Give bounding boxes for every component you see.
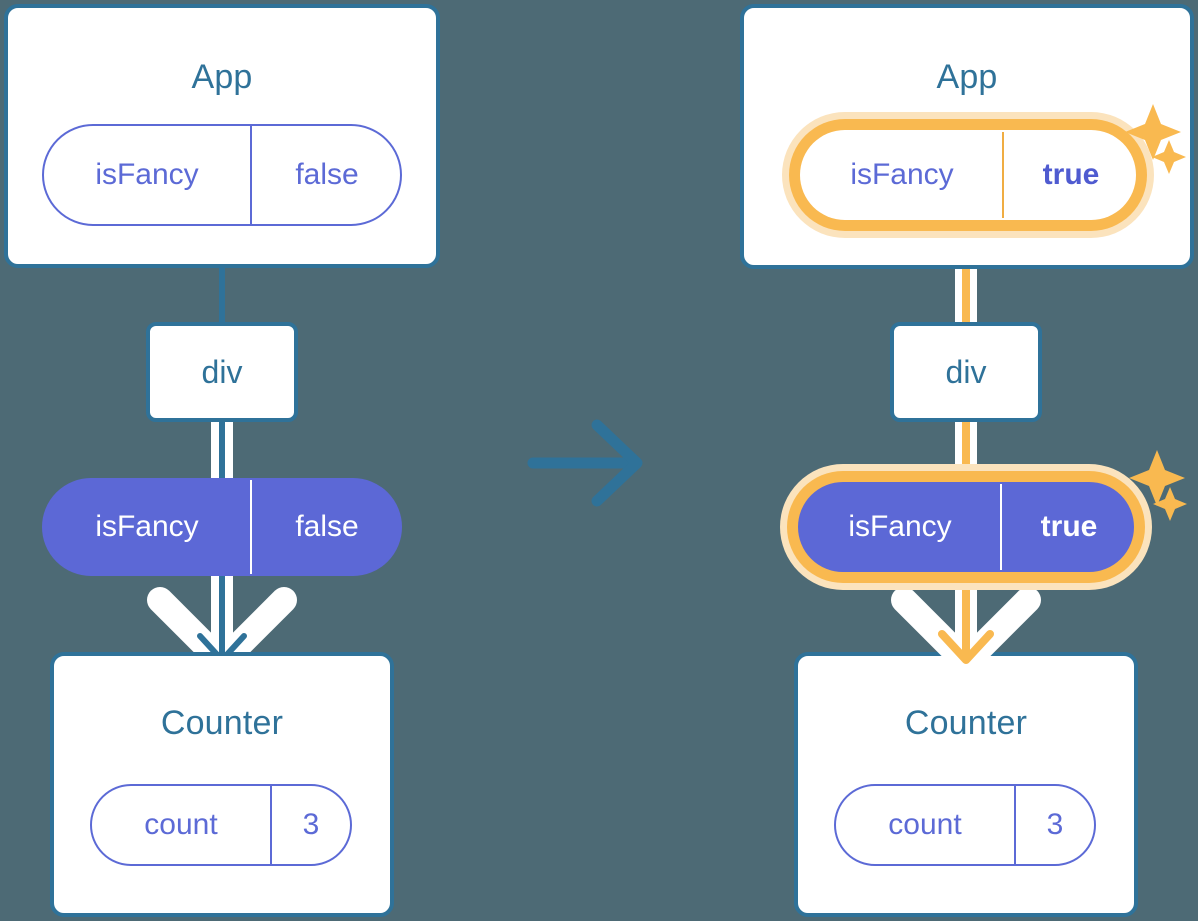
counter-state-key-before: count (144, 808, 218, 841)
app-state-pill-after: isFancy true (800, 130, 1136, 220)
app-state-value-after: true (1002, 132, 1134, 218)
dom-node-box-before: div (146, 322, 298, 422)
sparkle-large-icon (1129, 450, 1185, 506)
app-state-value-before: false (250, 126, 400, 224)
prop-pill-after: isFancy true (798, 482, 1134, 572)
sparkle-small-icon (1153, 487, 1187, 521)
counter-state-value-after: 3 (1014, 786, 1094, 864)
app-state-key-after: isFancy (850, 158, 954, 191)
dom-node-label-before: div (201, 353, 243, 390)
dom-node-label-after: div (945, 353, 987, 390)
dom-node-box-after: div (890, 322, 1042, 422)
prop-pill-before: isFancy false (42, 478, 402, 576)
counter-state-key-after: count (888, 808, 962, 841)
app-state-key-before: isFancy (95, 158, 199, 191)
counter-title-before: Counter (160, 704, 284, 742)
app-state-pill-face-after (800, 130, 1136, 220)
app-title-after: App (936, 58, 998, 96)
prop-key-after: isFancy (848, 510, 952, 543)
prop-value-before: false (250, 480, 400, 574)
counter-title-after: Counter (904, 704, 1028, 742)
app-title-before: App (191, 58, 253, 96)
counter-state-value-before: 3 (270, 786, 350, 864)
sparkle-small-icon (1152, 140, 1186, 174)
app-state-pill-before: isFancy false (42, 124, 402, 226)
prop-key-before: isFancy (95, 510, 199, 543)
prop-value-after: true (1000, 484, 1132, 570)
counter-state-pill-after: count 3 (834, 784, 1096, 866)
counter-state-pill-before: count 3 (90, 784, 352, 866)
sparkle-large-icon (1125, 104, 1181, 160)
